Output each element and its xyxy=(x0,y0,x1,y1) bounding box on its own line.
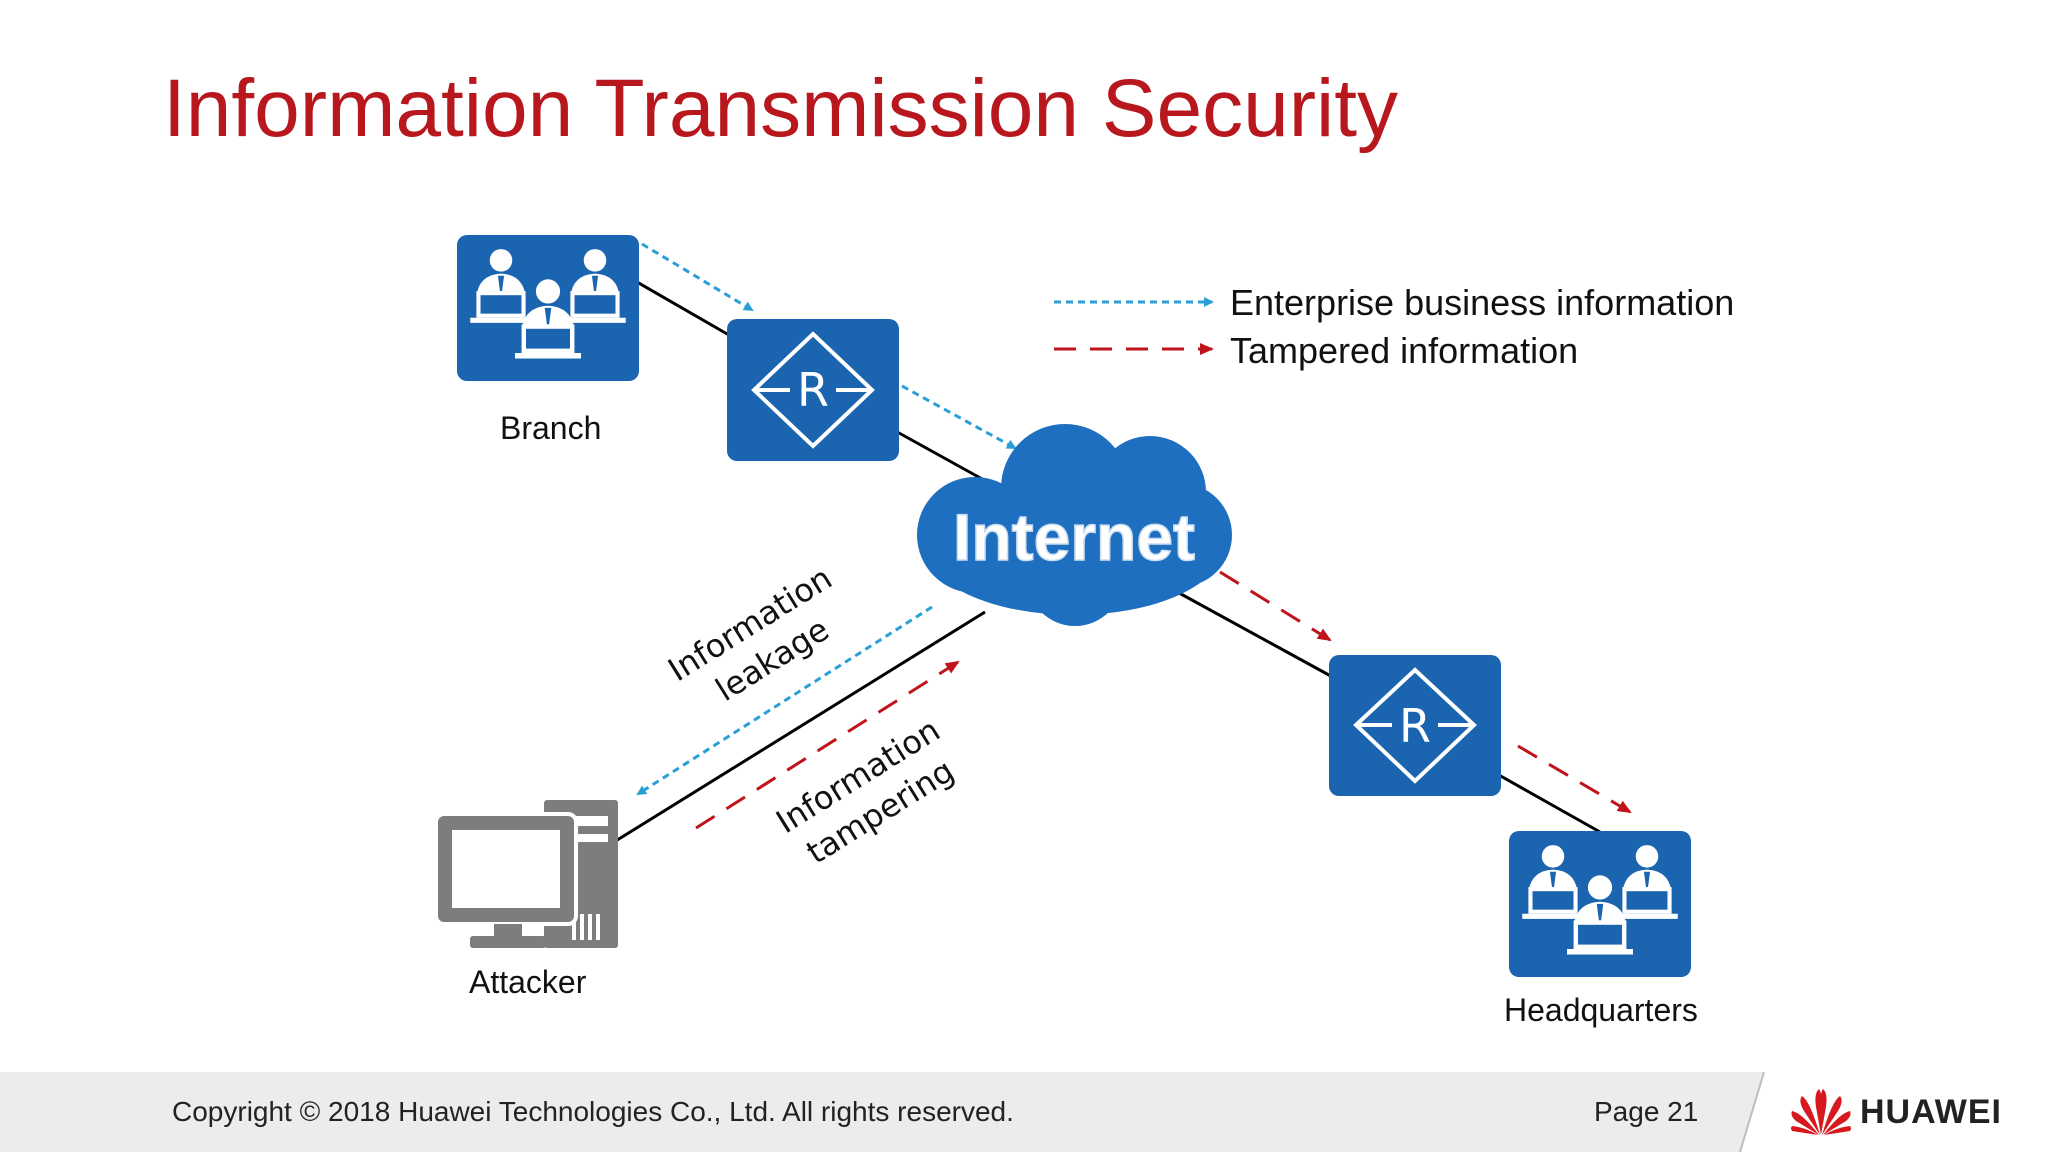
legend-tampered-label: Tampered information xyxy=(1230,330,1579,371)
tampering-arrow xyxy=(695,660,960,830)
internet-label: Internet xyxy=(953,500,1195,574)
footer-logo-area xyxy=(1740,1072,2048,1152)
tampered-arrow-1 xyxy=(1219,570,1332,642)
attacker-computer-icon xyxy=(434,800,618,948)
branch-label: Branch xyxy=(500,410,602,446)
huawei-logo: HUAWEI xyxy=(1790,1086,2002,1138)
router-icon: R xyxy=(1329,655,1501,796)
footer-bar: Copyright © 2018 Huawei Technologies Co.… xyxy=(0,1072,2048,1152)
internet-cloud-icon: Internet xyxy=(917,424,1232,626)
copyright-text: Copyright © 2018 Huawei Technologies Co.… xyxy=(172,1096,1014,1127)
page-number: Page 21 xyxy=(1594,1096,1699,1127)
huawei-brand-text: HUAWEI xyxy=(1860,1092,2002,1131)
enterprise-arrow-1 xyxy=(641,242,754,312)
enterprise-arrow-2 xyxy=(901,384,1017,450)
attacker-label: Attacker xyxy=(469,964,587,1000)
router-icon: R xyxy=(727,319,899,461)
link-internet-attacker xyxy=(613,610,986,844)
footer-divider xyxy=(1739,1072,1765,1152)
link-internet-router2 xyxy=(1169,586,1339,682)
router-letter: R xyxy=(1399,699,1431,753)
tampering-annotation: Information tampering xyxy=(769,711,960,872)
network-diagram: R Internet R xyxy=(434,235,1691,977)
router-letter: R xyxy=(797,363,829,417)
link-router2-hq xyxy=(1489,768,1601,834)
slide-title: Information Transmission Security xyxy=(163,63,1399,154)
tampered-arrow-2 xyxy=(1517,744,1632,814)
legend-enterprise-label: Enterprise business information xyxy=(1230,282,1735,323)
headquarters-users-icon xyxy=(1509,831,1691,977)
leakage-arrow xyxy=(636,605,933,796)
leakage-annotation: Information leakage xyxy=(661,559,838,709)
branch-users-icon xyxy=(457,235,639,381)
headquarters-label: Headquarters xyxy=(1504,992,1698,1028)
huawei-flower-icon xyxy=(1791,1089,1851,1135)
